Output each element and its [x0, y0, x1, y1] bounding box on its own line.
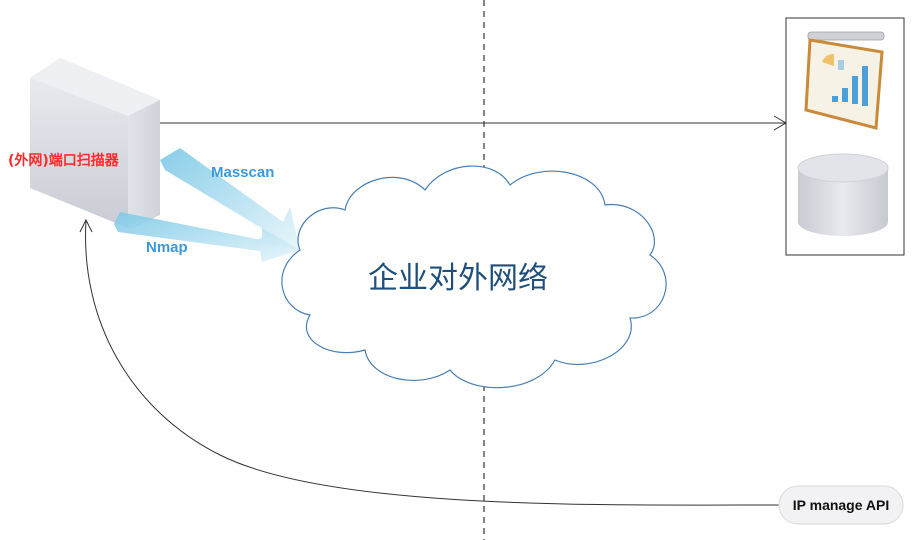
masscan-label: Masscan [211, 164, 274, 181]
api-label: IP manage API [793, 497, 889, 513]
presentation-chart-icon [804, 31, 885, 130]
masscan-arrow [160, 148, 300, 250]
nmap-arrow [114, 212, 300, 262]
scanner-label: (外网)端口扫描器 [8, 152, 120, 169]
server-tower-icon [30, 58, 160, 228]
database-cylinder-icon [797, 153, 889, 236]
ip-manage-api-node: IP manage API [778, 485, 904, 525]
api-feedback-arrow [79, 218, 786, 506]
nmap-label: Nmap [146, 239, 188, 256]
cloud-label: 企业对外网络 [368, 261, 548, 296]
enterprise-network-cloud [281, 165, 667, 389]
scan-result-arrow [160, 115, 787, 131]
